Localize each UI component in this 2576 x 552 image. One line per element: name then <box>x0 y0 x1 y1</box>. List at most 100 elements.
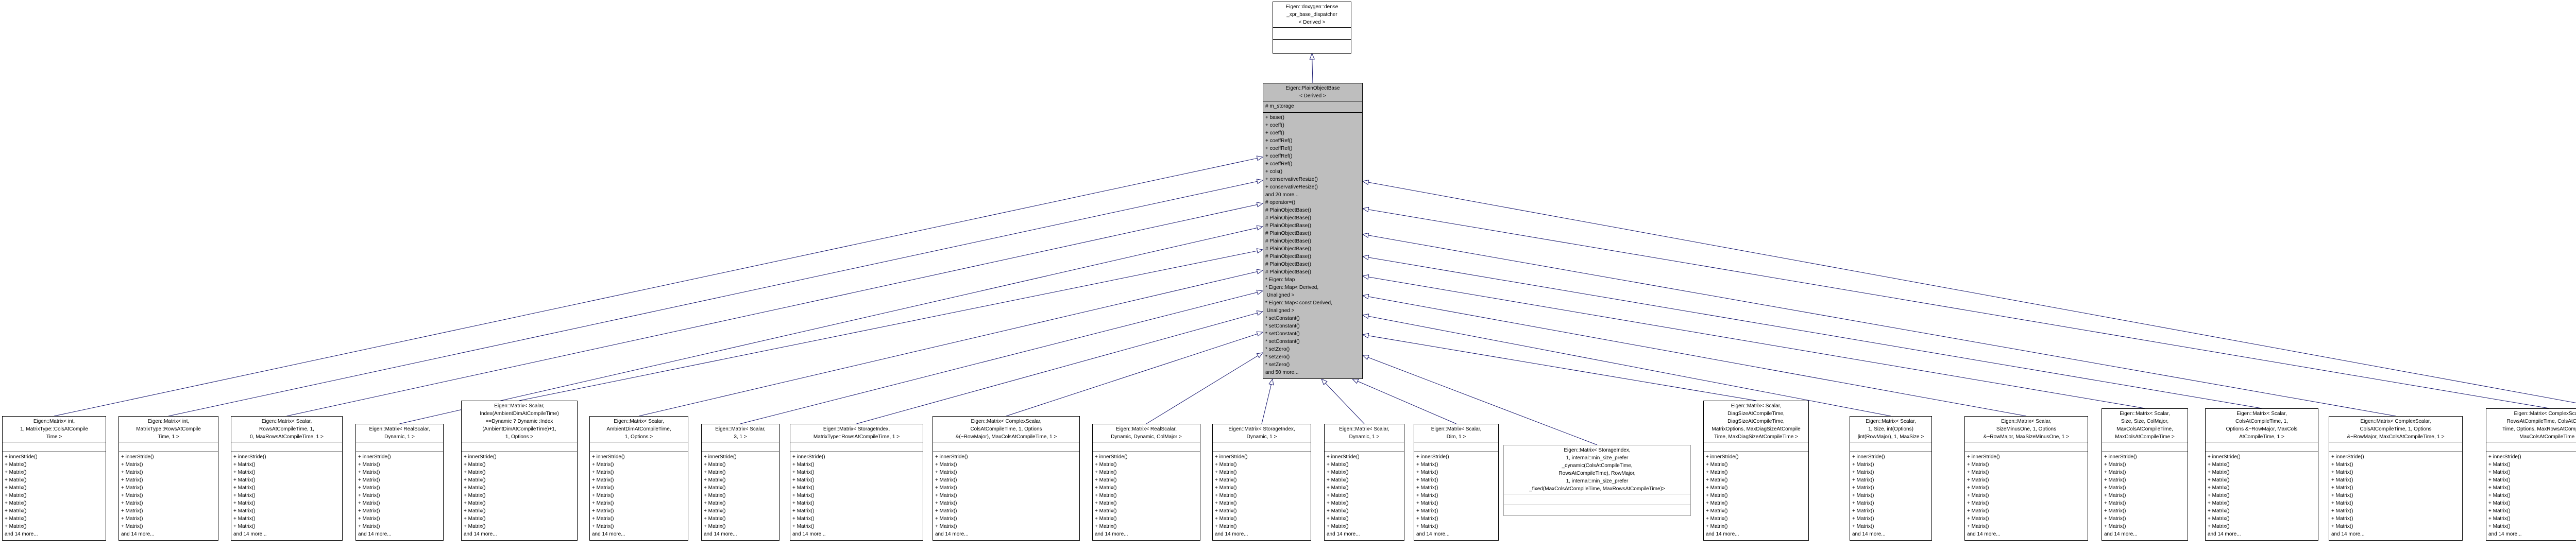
attributes-compartment <box>1325 442 1404 452</box>
class-node[interactable]: Eigen::Matrix< RealScalar, Dynamic, 1 > … <box>355 424 444 541</box>
class-title: Eigen::Matrix< Scalar, 1, Size, int(Opti… <box>1857 419 1924 440</box>
class-node-dense-xpr-base-dispatcher[interactable]: Eigen::doxygen::dense _xpr_base_dispatch… <box>1273 2 1351 54</box>
methods-compartment: + innerStride() + Matrix() + Matrix() + … <box>2206 452 2318 540</box>
inheritance-arrowhead <box>1256 225 1264 231</box>
class-node[interactable]: Eigen::Matrix< Scalar, SizeMinusOne, 1, … <box>1964 416 2088 541</box>
methods-compartment: + innerStride() + Matrix() + Matrix() + … <box>119 452 218 540</box>
class-node[interactable]: Eigen::Matrix< ComplexScalar, RowsAtComp… <box>2486 408 2576 541</box>
methods-compartment: + innerStride() + Matrix() + Matrix() + … <box>356 452 443 540</box>
methods-compartment: + innerStride() + Matrix() + Matrix() + … <box>2486 452 2576 540</box>
inheritance-arrowhead <box>1256 269 1264 274</box>
inheritance-edge-line <box>1357 381 1456 424</box>
class-title: Eigen::Matrix< Scalar, 3, 1 > <box>715 426 766 440</box>
inheritance-arrowhead <box>1268 378 1274 386</box>
methods-compartment: + innerStride() + Matrix() + Matrix() + … <box>1325 452 1404 540</box>
inheritance-arrowhead <box>1362 232 1369 238</box>
class-title: Eigen::Matrix< RealScalar, Dynamic, 1 > <box>369 426 430 440</box>
methods-compartment: + innerStride() + Matrix() + Matrix() + … <box>590 452 688 540</box>
inheritance-edge-line <box>54 158 1258 417</box>
inheritance-arrowhead <box>1362 206 1369 213</box>
inheritance-edge-line <box>519 250 1258 401</box>
inheritance-arrowhead <box>1256 352 1264 358</box>
inheritance-arrowhead <box>1256 156 1264 161</box>
class-node[interactable]: Eigen::Matrix< RealScalar, Dynamic, Dyna… <box>1092 424 1200 541</box>
inheritance-arrowhead <box>1362 294 1369 300</box>
methods-compartment: + innerStride() + Matrix() + Matrix() + … <box>702 452 779 540</box>
inheritance-edge-line <box>1368 277 2145 409</box>
class-node[interactable]: Eigen::Matrix< StorageIndex, 1, internal… <box>1503 445 1691 516</box>
inheritance-arrowhead <box>1362 179 1369 185</box>
attributes-compartment: # m_storage <box>1263 101 1362 112</box>
class-node[interactable]: Eigen::Matrix< int, 1, MatrixType::ColsA… <box>2 416 106 541</box>
methods-compartment: + innerStride() + Matrix() + Matrix() + … <box>790 452 923 540</box>
class-title: Eigen::Matrix< StorageIndex, Dynamic, 1 … <box>1228 426 1295 440</box>
class-node[interactable]: Eigen::Matrix< Scalar, 3, 1 > + innerStr… <box>701 424 779 541</box>
class-title: Eigen::Matrix< RealScalar, Dynamic, Dyna… <box>1111 426 1182 440</box>
methods-compartment: + innerStride() + Matrix() + Matrix() + … <box>1965 452 2088 540</box>
attributes-compartment <box>1850 442 1931 452</box>
class-title: Eigen::Matrix< StorageIndex, 1, internal… <box>1529 447 1665 492</box>
methods-compartment: + innerStride() + Matrix() + Matrix() + … <box>1704 452 1808 540</box>
class-node[interactable]: Eigen::Matrix< int, MatrixType::RowsAtCo… <box>118 416 218 541</box>
attributes-compartment <box>1273 27 1351 39</box>
class-node[interactable]: Eigen::Matrix< Scalar, AmbientDimAtCompi… <box>589 416 688 541</box>
inheritance-edge-line <box>1368 235 2396 417</box>
inheritance-arrowhead <box>1362 333 1369 339</box>
class-node-plainobjectbase[interactable]: Eigen::PlainObjectBase < Derived > # m_s… <box>1263 83 1363 379</box>
class-node[interactable]: Eigen::Matrix< Scalar, 1, Size, int(Opti… <box>1850 416 1932 541</box>
class-title: Eigen::Matrix< Scalar, DiagSizeAtCompile… <box>1711 403 1801 440</box>
inheritance-edge-line <box>1146 355 1258 424</box>
inheritance-edge-line <box>740 292 1258 424</box>
inheritance-edge-line <box>286 204 1258 417</box>
attributes-compartment <box>1965 442 2088 452</box>
class-node[interactable]: Eigen::Matrix< StorageIndex, MatrixType:… <box>790 424 923 541</box>
class-node[interactable]: Eigen::Matrix< Scalar, Index(AmbientDimA… <box>461 401 578 541</box>
class-node[interactable]: Eigen::Matrix< Scalar, Size, Size, ColMa… <box>2102 408 2188 541</box>
class-title: Eigen::Matrix< Scalar, AmbientDimAtCompi… <box>606 419 671 440</box>
methods-compartment: + innerStride() + Matrix() + Matrix() + … <box>933 452 1079 540</box>
class-title: Eigen::Matrix< Scalar, SizeMinusOne, 1, … <box>1983 419 2070 440</box>
class-title: Eigen::Matrix< Scalar, Size, Size, ColMa… <box>2115 411 2175 440</box>
class-node[interactable]: Eigen::Matrix< ComplexScalar, ColsAtComp… <box>933 416 1080 541</box>
inheritance-edge-line <box>1368 209 2550 409</box>
attributes-compartment <box>702 442 779 452</box>
inheritance-edge-line <box>856 313 1258 424</box>
attributes-compartment <box>1504 494 1690 505</box>
attributes-compartment <box>2102 442 2188 452</box>
class-node[interactable]: Eigen::Matrix< StorageIndex, Dynamic, 1 … <box>1212 424 1311 541</box>
inheritance-edge-line <box>168 181 1258 417</box>
methods-compartment: + innerStride() + Matrix() + Matrix() + … <box>1850 452 1931 540</box>
inheritance-edge-line <box>638 271 1258 417</box>
class-title: Eigen::Matrix< int, MatrixType::RowsAtCo… <box>136 419 201 440</box>
attributes-compartment <box>1093 442 1200 452</box>
inheritance-arrowhead <box>1362 274 1369 280</box>
attributes-compartment <box>1704 442 1808 452</box>
attributes-compartment <box>3 442 106 452</box>
class-node[interactable]: Eigen::Matrix< Scalar, DiagSizeAtCompile… <box>1703 401 1809 541</box>
inheritance-arrowhead <box>1256 248 1264 254</box>
attributes-compartment <box>2329 442 2462 452</box>
class-node[interactable]: Eigen::Matrix< Scalar, RowsAtCompileTime… <box>231 416 343 541</box>
class-title: Eigen::Matrix< Scalar, ColsAtCompileTime… <box>2226 411 2298 440</box>
inheritance-arrowhead <box>1256 202 1264 208</box>
methods-compartment: + innerStride() + Matrix() + Matrix() + … <box>1414 452 1498 540</box>
attributes-compartment <box>590 442 688 452</box>
class-node[interactable]: Eigen::Matrix< Scalar, Dynamic, 1 > + in… <box>1324 424 1404 541</box>
attributes-compartment <box>356 442 443 452</box>
attributes-compartment <box>1213 442 1311 452</box>
inheritance-arrowhead <box>1256 331 1264 337</box>
methods-compartment: + innerStride() + Matrix() + Matrix() + … <box>1213 452 1311 540</box>
methods-compartment: + innerStride() + Matrix() + Matrix() + … <box>2102 452 2188 540</box>
methods-compartment: + innerStride() + Matrix() + Matrix() + … <box>231 452 342 540</box>
inheritance-edge-line <box>1368 296 2027 417</box>
methods-compartment: + innerStride() + Matrix() + Matrix() + … <box>2329 452 2462 540</box>
inheritance-edge-line <box>1006 333 1258 417</box>
attributes-compartment <box>462 442 577 452</box>
class-node[interactable]: Eigen::Matrix< Scalar, Dim, 1 > + innerS… <box>1414 424 1499 541</box>
attributes-compartment <box>2206 442 2318 452</box>
inheritance-arrowhead <box>1351 378 1359 384</box>
class-node[interactable]: Eigen::Matrix< Scalar, ColsAtCompileTime… <box>2205 408 2318 541</box>
class-node[interactable]: Eigen::Matrix< ComplexScalar, ColsAtComp… <box>2329 416 2463 541</box>
class-title: Eigen::Matrix< StorageIndex, MatrixType:… <box>813 426 900 440</box>
